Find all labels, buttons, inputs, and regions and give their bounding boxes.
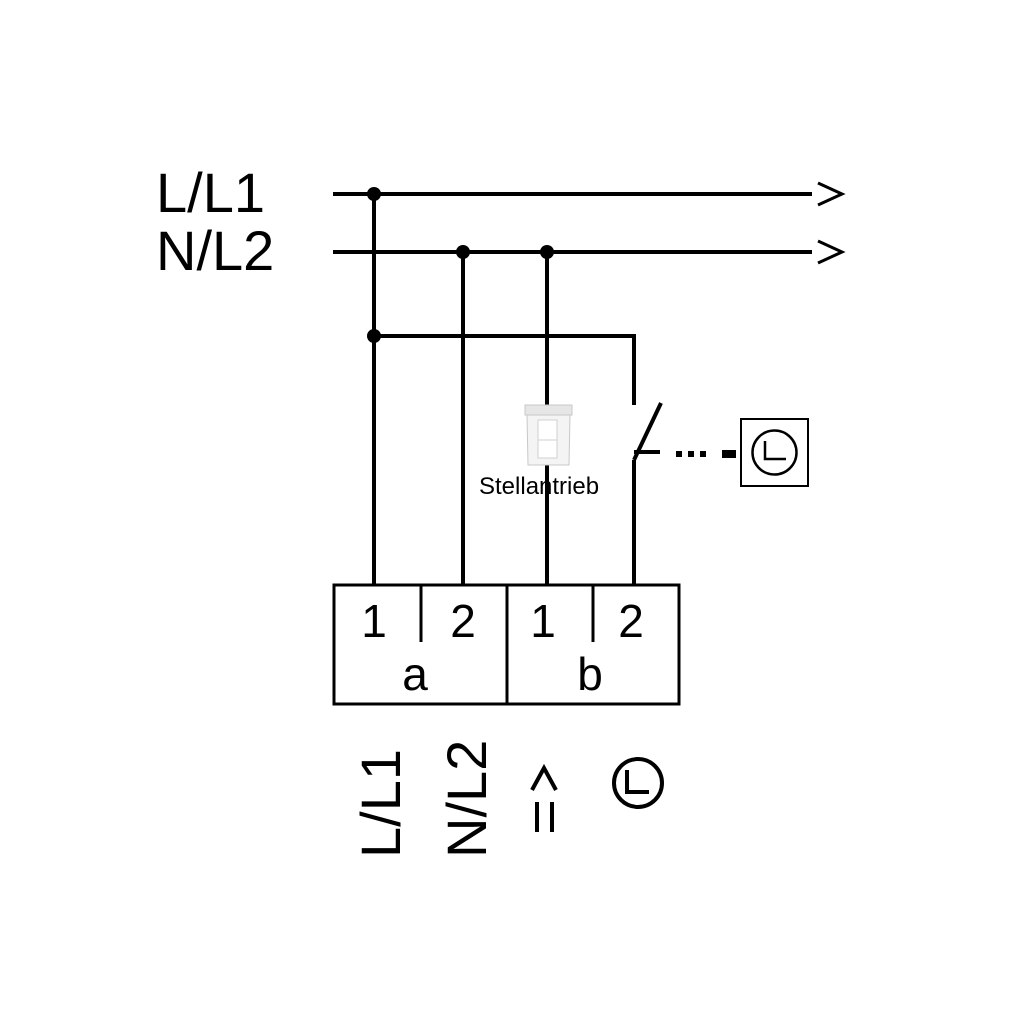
junction-dot [367,329,381,343]
junction-dots [367,187,554,343]
terminal-b1-label: 1 [530,595,556,647]
junction-dot [540,245,554,259]
actuator-label: Stellantrieb [479,473,599,500]
junction-dot [367,187,381,201]
bus-label-n: N/L2 [156,219,274,282]
timer-linkage [676,450,736,458]
group-a-label: a [402,648,428,700]
terminal-b2-label: 2 [618,595,644,647]
group-b-label: b [577,648,603,700]
arrow-n-icon [817,239,846,265]
wire-switch-feed [374,334,636,405]
bottom-label-n: N/L2 [435,740,498,858]
terminal-a1-label: 1 [361,595,387,647]
bus-label-l1: L/L1 [156,161,265,224]
timer-box [740,418,809,487]
clock-icon [751,429,798,476]
bottom-label-l1: L/L1 [349,749,412,858]
greater-equal-symbol [530,763,558,832]
junction-dot [456,245,470,259]
clock-icon [612,757,664,809]
bus-lines [333,181,846,265]
actuator-valve-icon [524,404,573,466]
arrow-l1-icon [817,181,846,207]
terminal-block: 1 2 1 2 a b [332,583,681,706]
terminal-a2-label: 2 [450,595,476,647]
